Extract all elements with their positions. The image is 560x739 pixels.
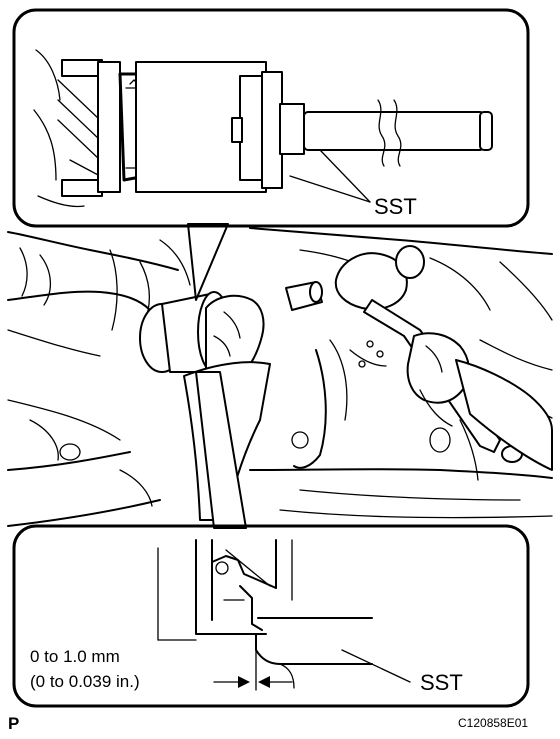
figure-code: C120858E01 [458, 716, 529, 730]
top-sst-label: SST [374, 194, 417, 219]
bottom-callout [12, 524, 530, 708]
main-scene [7, 227, 553, 527]
bottom-sst-label: SST [420, 670, 463, 695]
corner-mark: P [8, 714, 20, 733]
callout-pointers [187, 223, 247, 529]
clearance-in-label: (0 to 0.039 in.) [30, 672, 140, 691]
top-callout [12, 8, 530, 228]
clearance-mm-label: 0 to 1.0 mm [30, 647, 120, 666]
